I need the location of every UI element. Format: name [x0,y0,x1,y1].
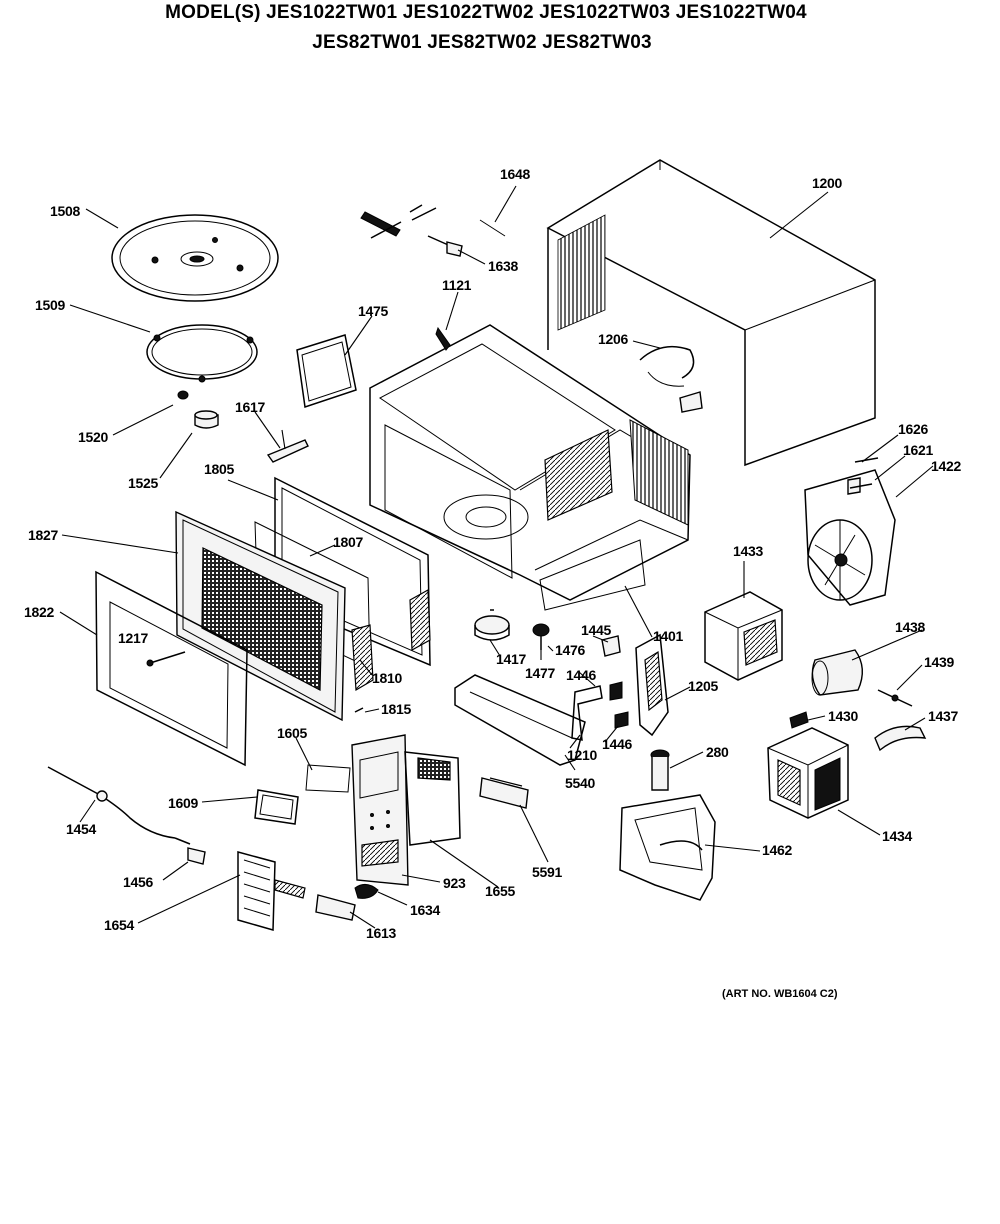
callout-labels: 1508 1509 1520 1525 1475 1617 1805 1827 … [24,166,962,941]
callout-1422: 1422 [931,458,961,474]
callout-1605: 1605 [277,725,307,741]
callout-1634: 1634 [410,902,440,918]
vent-grille [237,851,306,931]
callout-1475: 1475 [358,303,388,319]
callout-1200: 1200 [812,175,842,191]
callout-1445: 1445 [581,622,611,638]
interlock-switches-1446 [571,681,629,741]
callout-1609: 1609 [168,795,198,811]
callout-1462: 1462 [762,842,792,858]
art-number: (ART NO. WB1604 C2) [722,988,838,1000]
callout-1438: 1438 [895,619,925,635]
door-latch [146,651,186,667]
callout-1822: 1822 [24,604,54,620]
callout-1476: 1476 [555,642,585,658]
model-list-line-2: JES82TW01 JES82TW02 JES82TW03 [312,32,652,53]
interlock-switches [360,204,506,257]
roller-guide [194,410,219,429]
callout-1508: 1508 [50,203,80,219]
latch-bracket [635,633,669,737]
callout-1655: 1655 [485,883,515,899]
door-frame [274,476,431,667]
interlock-switch-1445 [601,635,621,657]
callout-923: 923 [443,875,466,891]
callout-1205: 1205 [688,678,718,694]
callout-1456: 1456 [123,874,153,890]
callout-1434: 1434 [882,828,912,844]
door-outer-frame [95,570,248,767]
door-release [315,894,356,921]
control-panel [351,734,409,886]
leader-lines [59,185,934,929]
callout-1210: 1210 [567,747,597,763]
turntable-motor [474,609,510,641]
base-tray [454,674,586,766]
callout-1446-top: 1446 [566,667,596,683]
roller-ring [146,324,258,383]
label-1605 [305,764,351,793]
thermal-cutout [789,711,809,729]
callout-1810: 1810 [372,670,402,686]
terminal-1456 [187,847,206,865]
motor-coupling [532,623,550,650]
door-panel [175,510,346,722]
callout-5540: 5540 [565,775,595,791]
callout-1807: 1807 [333,534,363,550]
callout-1439: 1439 [924,654,954,670]
fan-assembly [804,469,896,606]
callout-1509: 1509 [35,297,65,313]
magnetron [767,727,849,819]
callout-1613: 1613 [366,925,396,941]
oven-cavity [369,324,691,611]
gasket-1609 [254,789,299,825]
callout-1626: 1626 [898,421,928,437]
door-bracket [266,429,309,463]
callout-1430: 1430 [828,708,858,724]
callout-1477: 1477 [525,665,555,681]
callout-280: 280 [706,744,729,760]
air-duct [619,794,716,901]
callout-1827: 1827 [28,527,58,543]
callout-1520: 1520 [78,429,108,445]
relay-board [479,777,529,809]
model-list-line-1: MODEL(S) JES1022TW01 JES1022TW02 JES1022… [165,2,807,23]
callout-1121: 1121 [442,277,472,293]
door-choke [351,624,374,692]
callout-1401: 1401 [653,628,683,644]
callout-1525: 1525 [128,475,158,491]
capacitor [811,649,863,696]
callout-1815: 1815 [381,701,411,717]
fuse-holder [650,749,670,791]
diode [877,689,913,707]
capacitor-bracket [874,725,927,752]
turntable-tray [111,214,279,302]
waveguide-cover [296,334,357,408]
callout-1617: 1617 [235,399,265,415]
callout-1654: 1654 [104,917,134,933]
callout-1638: 1638 [488,258,518,274]
wire-harness [639,345,703,413]
callout-1417: 1417 [496,651,526,667]
callout-5591: 5591 [532,864,562,880]
high-voltage-transformer [704,591,783,681]
thermostat [435,326,451,351]
power-cord [47,766,191,845]
drive-coupler [177,390,189,400]
fan-switch [849,457,879,489]
release-spring [354,884,379,899]
door-screw [354,707,364,713]
callout-1206: 1206 [598,331,628,347]
callout-1805: 1805 [204,461,234,477]
callout-1446-bottom: 1446 [602,736,632,752]
control-board [404,751,461,846]
callout-1433: 1433 [733,543,763,559]
callout-1454: 1454 [66,821,96,837]
callout-1217: 1217 [118,630,148,646]
outer-case [546,159,876,467]
callout-1621: 1621 [903,442,933,458]
callout-1648: 1648 [500,166,530,182]
callout-1437: 1437 [928,708,958,724]
